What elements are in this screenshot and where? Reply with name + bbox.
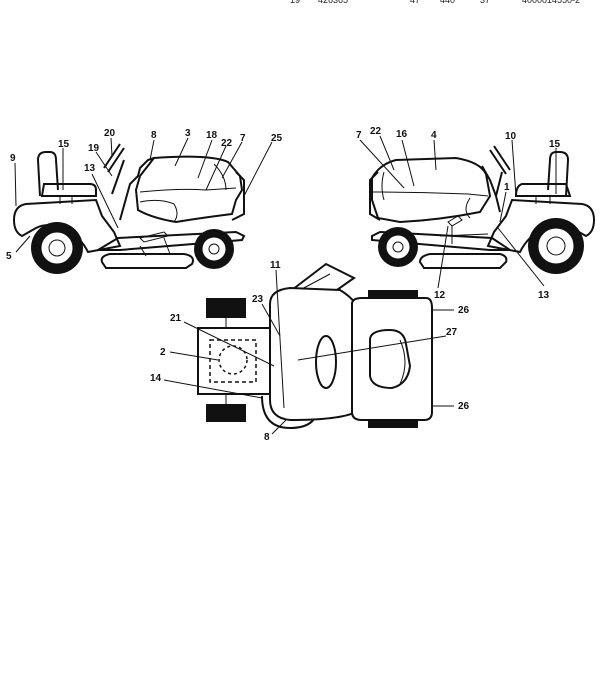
header-part-d: 440 — [440, 0, 455, 5]
steering-column — [111, 159, 125, 195]
rear-wheel-top-lower — [368, 420, 418, 428]
callout-15-right: 15 — [549, 139, 561, 150]
seat-cushion — [40, 183, 97, 197]
callout-23: 23 — [252, 294, 264, 305]
dash-tower — [119, 157, 155, 221]
frame — [94, 230, 246, 251]
top-view: 11 23 21 2 14 8 26 27 26 — [150, 260, 470, 443]
callout-22-right: 22 — [370, 126, 382, 137]
callout-16: 16 — [396, 129, 408, 140]
callout-7-right: 7 — [356, 130, 362, 141]
front-wheel-top-upper — [206, 298, 246, 318]
left-leaders — [14, 137, 273, 253]
callout-11: 11 — [270, 260, 281, 271]
callout-9: 9 — [10, 153, 16, 164]
callout-10: 10 — [505, 131, 517, 142]
seat-top — [369, 328, 412, 390]
callout-21: 21 — [170, 313, 182, 324]
right-leaders — [359, 135, 557, 289]
callout-14: 14 — [150, 373, 162, 384]
callout-7: 7 — [240, 133, 246, 144]
right-side-view: 7 22 16 4 10 15 1 12 13 — [356, 126, 596, 301]
seat-cushion-right — [514, 183, 572, 197]
header-part-f: 4000014550-2 — [522, 0, 580, 5]
callout-26-upper: 26 — [458, 305, 470, 316]
header-part-a: 19 — [290, 0, 300, 5]
callout-22: 22 — [221, 138, 233, 149]
callout-13: 13 — [84, 163, 96, 174]
hood — [134, 155, 244, 224]
seat-back-right — [547, 151, 570, 197]
header-fragment: 19 426365 47 440 37 4000014550-2 — [290, 0, 580, 5]
top-leaders — [163, 269, 454, 435]
callout-13-right: 13 — [538, 290, 550, 301]
callout-5: 5 — [6, 251, 12, 262]
callout-8-top: 8 — [264, 432, 270, 443]
left-side-view: 9 15 13 19 20 8 3 18 22 7 25 5 — [6, 128, 283, 274]
callout-8: 8 — [151, 130, 157, 141]
mid-body — [269, 286, 357, 422]
steering-wheel-right — [489, 145, 511, 175]
header-part-b: 426365 — [318, 0, 348, 5]
callout-1: 1 — [504, 182, 510, 193]
callout-3: 3 — [185, 128, 191, 139]
mower-deck-right — [418, 253, 508, 269]
callout-27: 27 — [446, 327, 458, 338]
callout-25: 25 — [271, 133, 283, 144]
callout-15: 15 — [58, 139, 70, 150]
header-part-e: 37 — [480, 0, 490, 5]
rear-wheel-top-upper — [368, 290, 418, 298]
callout-26-lower: 26 — [458, 401, 470, 412]
callout-2: 2 — [160, 347, 166, 358]
callout-19: 19 — [88, 143, 100, 154]
engine-outline — [209, 339, 257, 383]
mower-deck — [100, 253, 194, 269]
callout-20: 20 — [104, 128, 116, 139]
callout-18: 18 — [206, 130, 218, 141]
seat-back — [36, 151, 59, 197]
hood-right — [371, 156, 492, 224]
header-part-c: 47 — [410, 0, 420, 5]
frame-right — [371, 230, 514, 251]
callout-12: 12 — [434, 290, 446, 301]
front-wheel-top-lower — [206, 404, 246, 422]
callout-4: 4 — [431, 130, 437, 141]
